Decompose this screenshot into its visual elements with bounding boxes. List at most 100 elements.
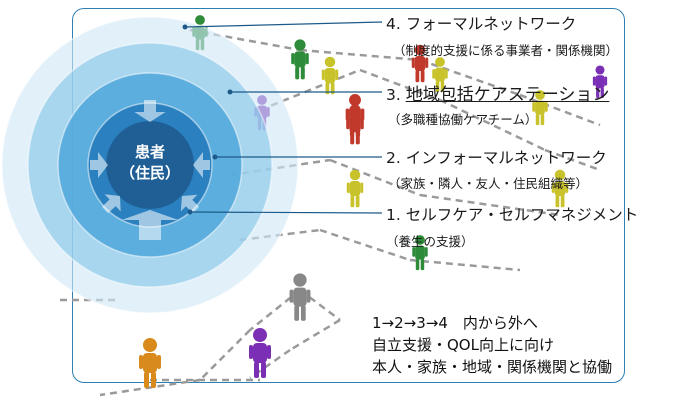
summary-line-3: 本人・家族・地域・関係機関と協働 (372, 358, 613, 376)
inward-arrow (101, 194, 121, 214)
network-line (519, 93, 601, 127)
network-line (249, 289, 301, 331)
person-body (253, 343, 267, 363)
center-label-line2: （住民） (119, 164, 180, 182)
person-leg (300, 66, 305, 80)
person-leg (560, 195, 565, 208)
person-head (349, 169, 361, 181)
inward-arrow (134, 100, 166, 122)
person-arm (532, 102, 536, 112)
ring-2-title: 2. インフォーマルネットワーク (386, 146, 607, 168)
ring-2-name: インフォーマルネットワーク (405, 149, 607, 167)
person-head (415, 235, 425, 245)
ring-3-title: 3. 地域包括ケアステーション (386, 80, 609, 105)
network-line (409, 258, 521, 272)
ring-4-number: 4. (386, 15, 401, 33)
person-head (435, 57, 445, 67)
person-arm (157, 355, 161, 369)
person-leg (261, 362, 266, 378)
person-leg (535, 113, 540, 126)
person-leg (596, 87, 600, 98)
person-head (349, 104, 361, 116)
person-head (554, 169, 566, 181)
person-arm (291, 53, 295, 65)
person-arm (551, 182, 555, 193)
center-label-line1: 患者 (134, 143, 165, 161)
person-arm (432, 69, 436, 79)
person-arm (412, 247, 416, 257)
ring-3-number: 3. (386, 86, 401, 104)
person-figure (249, 328, 271, 378)
network-line (419, 58, 521, 97)
person-arm (346, 182, 350, 193)
person-leg (415, 258, 420, 271)
leader-dot (227, 89, 233, 95)
person-arm (411, 57, 415, 68)
person-figure (139, 338, 161, 388)
person-head (253, 328, 267, 342)
ring-4-name: フォーマルネットワーク (405, 15, 577, 33)
ring-1-title: 1. セルフケア・セルフマネジメント (386, 203, 638, 225)
person-leg (420, 70, 425, 83)
person-leg (350, 195, 355, 208)
inward-arrow (193, 152, 210, 178)
network-line (319, 228, 411, 262)
ring-2-number: 2. (386, 149, 401, 167)
person-head (535, 90, 545, 100)
person-body (143, 353, 157, 373)
center-label: 患者 （住民） (105, 142, 195, 184)
person-leg (330, 82, 335, 95)
person-head (293, 273, 307, 287)
person-head (349, 94, 361, 106)
person-head (414, 44, 426, 56)
person-leg (350, 131, 355, 145)
person-leg (144, 372, 149, 388)
person-body (324, 68, 336, 83)
person-figure (412, 235, 428, 271)
person-arm (335, 69, 339, 80)
person-arm (306, 289, 311, 303)
network-line (299, 48, 421, 62)
person-arm (289, 289, 294, 303)
person-head (595, 65, 605, 75)
network-line (289, 318, 341, 352)
person-head (294, 39, 306, 51)
leader-lines (182, 21, 383, 215)
person-body (415, 245, 425, 260)
leader-dot (212, 154, 218, 160)
person-body (414, 56, 426, 71)
person-body (535, 100, 545, 115)
person-arm (360, 118, 364, 130)
inward-arrow (121, 210, 179, 240)
person-leg (151, 372, 156, 388)
person-leg (555, 195, 560, 208)
ring-4-detail: （制度的支援に係る事業者・関係機関） (393, 43, 619, 58)
summary-line-1: 1→2→3→4 内から外へ (372, 314, 538, 332)
person-figure (291, 39, 309, 80)
person-head (195, 15, 205, 25)
network-line (544, 148, 601, 172)
person-head (324, 56, 336, 68)
person-leg (355, 131, 360, 145)
person-arm (360, 108, 365, 121)
inward-arrow (180, 194, 200, 214)
core-circle (106, 121, 194, 209)
ring-2-detail: （家族・隣人・友人・住民組織等） (388, 176, 589, 191)
person-figure (411, 44, 429, 83)
person-body (554, 181, 566, 196)
person-arm (444, 69, 448, 79)
person-body (595, 75, 605, 89)
person-arm (321, 69, 325, 80)
person-figure (532, 90, 548, 126)
person-arm (544, 102, 548, 112)
network-line (99, 378, 201, 397)
summary-line-2: 自立支援・QOL向上に向け (372, 336, 554, 354)
leader-line (184, 21, 383, 28)
person-body (294, 51, 306, 68)
summary-block: 1→2→3→4 内から外へ 自立支援・QOL向上に向け 本人・家族・地域・関係機… (372, 312, 612, 378)
person-figure (346, 169, 364, 208)
person-arm (424, 247, 428, 257)
person-arm (305, 53, 309, 65)
person-figure (592, 65, 608, 98)
